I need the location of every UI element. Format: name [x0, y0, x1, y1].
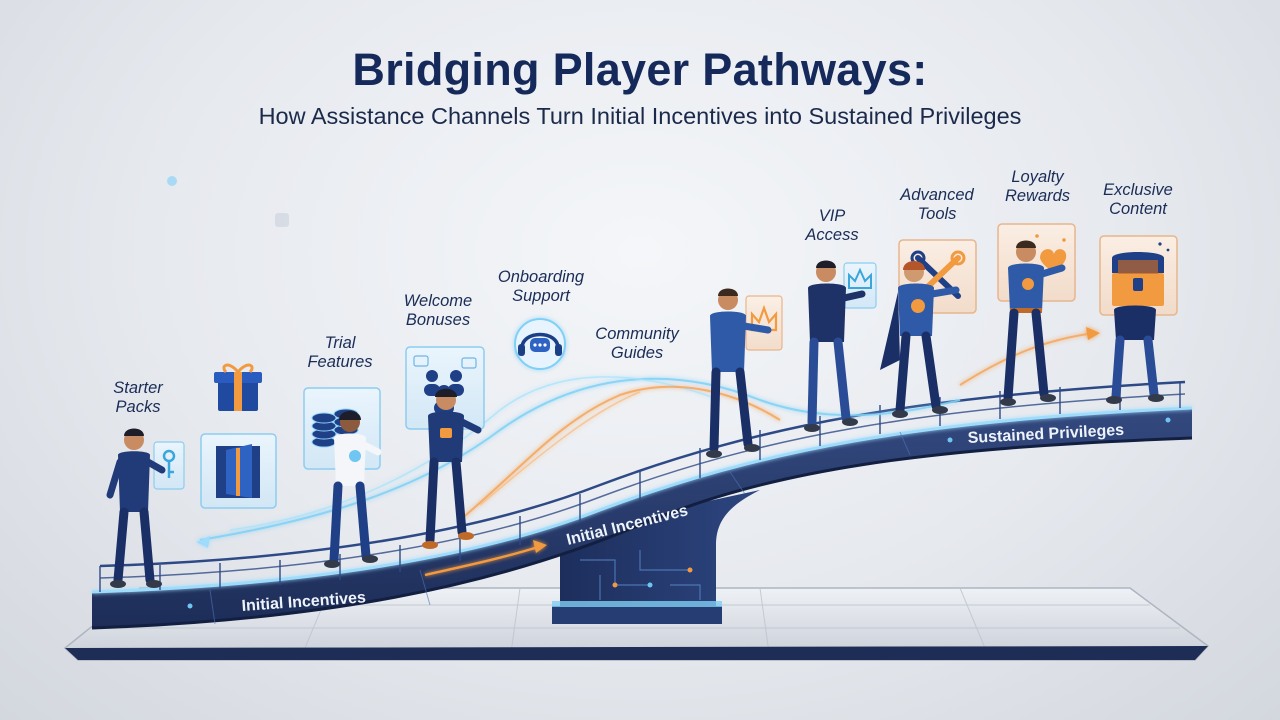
treasure-chest-icon	[1099, 235, 1178, 316]
person-8	[1106, 305, 1164, 404]
person-4	[706, 288, 772, 458]
ramp-deck	[91, 406, 1193, 630]
person-6	[880, 261, 960, 418]
headset-chat-icon	[514, 318, 566, 370]
vip-crown-icon	[843, 262, 877, 309]
page-title: Bridging Player Pathways:	[352, 44, 928, 95]
door-panel	[200, 433, 277, 509]
glow-particle	[167, 176, 177, 186]
crown-icon	[745, 295, 783, 351]
person-3	[422, 388, 482, 549]
person-7	[1000, 240, 1066, 406]
page-subtitle: How Assistance Channels Turn Initial Inc…	[258, 103, 1022, 129]
gift-icon	[214, 363, 262, 411]
floating-square	[275, 213, 289, 227]
person-1	[106, 428, 166, 588]
person-5	[804, 260, 866, 432]
bridge-railing	[99, 380, 1186, 592]
bridge-pillar	[552, 490, 760, 624]
person-2	[324, 411, 382, 568]
